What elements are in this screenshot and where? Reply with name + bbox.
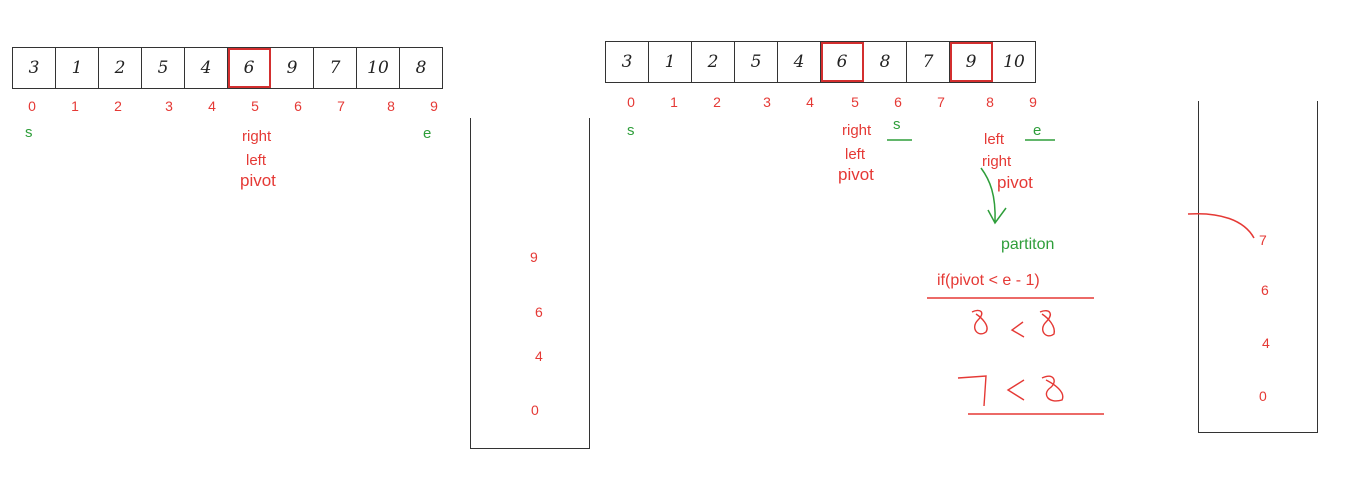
array-cell: 1 — [649, 42, 692, 82]
array-cell: 9 — [271, 48, 314, 88]
index-label: 2 — [114, 98, 122, 114]
index-label: 4 — [806, 94, 814, 110]
array-cell: 8 — [400, 48, 443, 88]
pivot-label: pivot — [997, 173, 1033, 192]
stack-item: 6 — [1261, 282, 1269, 298]
stack-item: 9 — [530, 249, 538, 265]
array-cell: 5 — [735, 42, 778, 82]
index-label: 1 — [71, 98, 79, 114]
array-cell: 5 — [142, 48, 185, 88]
start-label: s — [25, 124, 33, 141]
end-label: e — [423, 125, 432, 142]
array-cell: 7 — [314, 48, 357, 88]
index-label: 6 — [894, 94, 902, 110]
left-pointer-label: left — [984, 131, 1005, 148]
right-array: 3 1 2 5 4 6 8 7 9 10 — [605, 41, 1036, 83]
stack-item: 6 — [535, 304, 543, 320]
array-cell: 10 — [993, 42, 1036, 82]
array-cell: 4 — [185, 48, 228, 88]
index-label: 7 — [337, 98, 345, 114]
handwritten-8 — [971, 309, 988, 335]
handwritten-lt — [1006, 379, 1025, 401]
index-label: 3 — [165, 98, 173, 114]
left-array: 3 1 2 5 4 6 9 7 10 8 — [12, 47, 443, 89]
index-label: 6 — [294, 98, 302, 114]
handwritten-8 — [1039, 310, 1056, 337]
pivot-label: pivot — [240, 171, 276, 190]
index-label: 9 — [1029, 94, 1037, 110]
array-cell-highlighted: 6 — [821, 42, 864, 82]
array-cell: 3 — [13, 48, 56, 88]
stack-item: 7 — [1259, 232, 1267, 248]
index-label: 5 — [251, 98, 259, 114]
array-cell-highlighted: 9 — [950, 42, 993, 82]
index-label: 2 — [713, 94, 721, 110]
handwritten-lt — [1010, 321, 1025, 338]
index-label: 4 — [208, 98, 216, 114]
index-label: 8 — [986, 94, 994, 110]
handwritten-7 — [957, 375, 987, 407]
handwritten-8 — [1041, 375, 1064, 402]
right-pointer-label: right — [982, 153, 1012, 170]
array-cell-highlighted: 6 — [228, 48, 271, 88]
stack-item: 0 — [1259, 388, 1267, 404]
index-label: 9 — [430, 98, 438, 114]
index-label: 7 — [937, 94, 945, 110]
start-label: s — [627, 122, 635, 139]
right-stack — [1198, 101, 1318, 433]
stack-item: 4 — [535, 348, 543, 364]
partition-label: partiton — [1001, 236, 1055, 253]
index-label: 0 — [627, 94, 635, 110]
partition-arrow — [980, 167, 1007, 225]
stack-item: 4 — [1262, 335, 1270, 351]
right-pointer-label: right — [842, 122, 872, 139]
array-cell: 4 — [778, 42, 821, 82]
condition-label: if(pivot < e - 1) — [937, 272, 1040, 289]
end-label: e — [1033, 122, 1042, 139]
left-stack — [470, 118, 590, 449]
index-label: 5 — [851, 94, 859, 110]
array-cell: 10 — [357, 48, 400, 88]
right-pointer-label: right — [242, 128, 272, 145]
pivot-label: pivot — [838, 165, 874, 184]
left-pointer-label: left — [246, 152, 267, 169]
index-label: 0 — [28, 98, 36, 114]
left-pointer-label: left — [845, 146, 866, 163]
start-label: s — [893, 116, 901, 133]
stack-arrow-arc — [1187, 212, 1255, 239]
array-cell: 2 — [99, 48, 142, 88]
stack-item: 0 — [531, 402, 539, 418]
array-cell: 1 — [56, 48, 99, 88]
array-cell: 3 — [606, 42, 649, 82]
array-cell: 2 — [692, 42, 735, 82]
index-label: 8 — [387, 98, 395, 114]
array-cell: 7 — [907, 42, 950, 82]
index-label: 3 — [763, 94, 771, 110]
index-label: 1 — [670, 94, 678, 110]
array-cell: 8 — [864, 42, 907, 82]
